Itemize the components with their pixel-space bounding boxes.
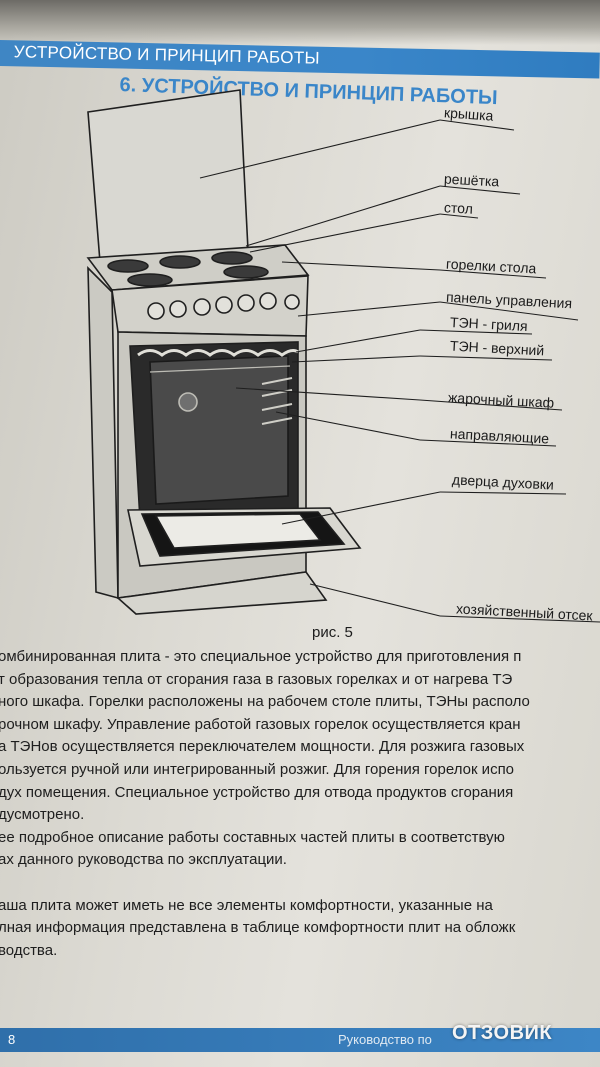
- knob-2: [169, 300, 187, 318]
- body-line: аша плита может иметь не все элементы ко…: [0, 896, 493, 914]
- grill-element: [137, 349, 299, 357]
- body-line: дусмотрено.: [0, 806, 85, 824]
- figure-caption: рис. 5: [312, 624, 353, 641]
- label-grate: решётка: [443, 170, 500, 190]
- label-lid: крышка: [443, 104, 494, 124]
- body-line: омбинированная плита - это специальное у…: [0, 648, 522, 665]
- oven-fan: [178, 392, 198, 412]
- body-line: ах данного руководства по эксплуатации.: [0, 851, 287, 869]
- body-line: ного шкафа. Горелки расположены на рабоч…: [0, 693, 530, 711]
- burner-4: [127, 273, 173, 287]
- stove-diagram: [86, 89, 600, 623]
- burner-3: [211, 251, 253, 265]
- burner-1: [107, 259, 149, 273]
- body-line: дух помещения. Специальное устройство дл…: [0, 783, 514, 801]
- knob-4: [215, 296, 233, 314]
- body-text: омбинированная плита - это специальное у…: [0, 646, 600, 962]
- body-line: водства.: [0, 941, 58, 959]
- storage-compartment: [116, 571, 328, 615]
- knob-7: [284, 294, 300, 310]
- knob-6: [259, 292, 277, 310]
- footer-text: Руководство по: [338, 1032, 432, 1047]
- footer-bar: 8 Руководство по: [0, 1028, 600, 1052]
- body-line: ее подробное описание работы составных ч…: [0, 828, 505, 846]
- body-line: лная информация представлена в таблице к…: [0, 919, 516, 937]
- burner-5: [223, 265, 269, 279]
- body-line: рочном шкафу. Управление работой газовых…: [0, 715, 521, 733]
- body-line: а ТЭНов осуществляется переключателем мо…: [0, 738, 525, 756]
- watermark: ОТЗОВИК: [452, 1022, 553, 1044]
- knob-3: [193, 298, 211, 316]
- stove-side: [87, 266, 119, 600]
- knob-5: [237, 294, 255, 312]
- burner-2: [159, 255, 201, 269]
- page-number: 8: [8, 1032, 16, 1047]
- body-line-blank: [0, 872, 600, 895]
- page-top-shadow: [0, 0, 600, 45]
- body-line: т образования тепла от сгорания газа в г…: [0, 670, 513, 688]
- knob-1: [147, 302, 165, 320]
- label-table: стол: [443, 199, 474, 217]
- body-line: ользуется ручной или интегрированный роз…: [0, 760, 515, 778]
- stove-lid: [87, 89, 249, 263]
